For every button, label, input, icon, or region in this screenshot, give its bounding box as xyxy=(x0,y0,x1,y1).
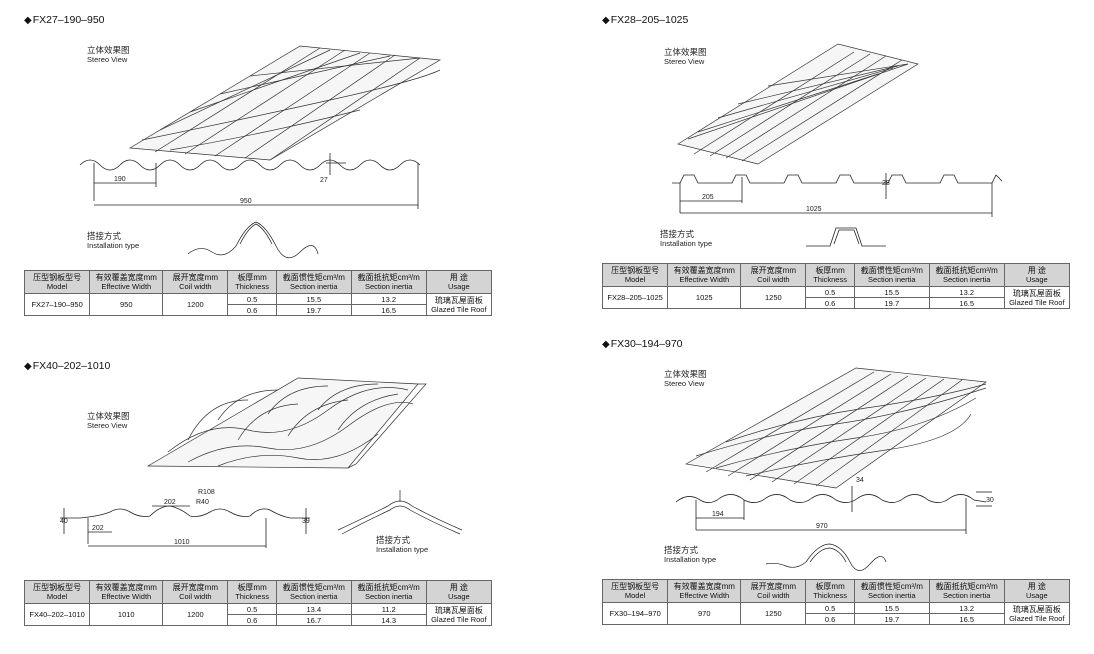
dim-pitch-2: 202 xyxy=(164,499,176,506)
stereo-view-drawing xyxy=(684,367,987,489)
diamond-bullet-icon: ◆ xyxy=(24,15,32,26)
stereo-view-label: 立体效果图 Stereo View xyxy=(87,45,130,65)
table-row: FX30–194–970 970 1250 0.5 15.5 13.2 琉璃瓦屋… xyxy=(601,602,1071,625)
table-row: FX40–202–1010 1010 1200 0.5 13.4 11.2 琉璃… xyxy=(23,603,493,626)
stereo-view-drawing xyxy=(146,377,427,469)
installation-label: 搭接方式 Installation type xyxy=(664,545,717,565)
dim-angle: 34 xyxy=(856,477,864,484)
installation-label: 搭接方式 Installation type xyxy=(376,535,429,555)
stereo-view-drawing xyxy=(677,43,919,165)
dim-height-2: 39 xyxy=(302,518,310,525)
stereo-view-label: 立体效果图 Stereo View xyxy=(664,369,707,389)
diamond-bullet-icon: ◆ xyxy=(602,339,610,350)
panel-fx28: ◆FX28–205–1025 立体效果图 Stereo View 205 102… xyxy=(598,8,1094,309)
dim-height: 28 xyxy=(882,180,890,187)
dim-pitch: 205 xyxy=(702,194,714,201)
dim-radius-2: R40 xyxy=(196,499,209,506)
installation-drawing xyxy=(187,221,319,259)
installation-label: 搭接方式 Installation type xyxy=(660,229,713,249)
dim-total: 1010 xyxy=(174,539,190,546)
dim-total: 970 xyxy=(816,523,828,530)
dim-height: 27 xyxy=(320,177,328,184)
stereo-view-drawing xyxy=(128,45,442,161)
installation-drawing xyxy=(337,490,463,535)
panel-fx40: ◆FX40–202–1010 立体效果图 Stereo View 40 39 2… xyxy=(20,354,540,654)
installation-label: 搭接方式 Installation type xyxy=(87,231,140,251)
table-row: 0.6 19.7 16.5 xyxy=(603,613,1070,625)
table-row: FX27–190–950 950 1200 0.5 15.5 13.2 琉璃瓦屋… xyxy=(23,293,493,316)
diamond-bullet-icon: ◆ xyxy=(24,361,32,372)
dim-radius-1: R108 xyxy=(198,489,215,496)
dim-total: 1025 xyxy=(806,206,822,213)
profile-drawing: 205 1025 28 xyxy=(672,173,1003,217)
panel-title: ◆FX27–190–950 xyxy=(24,14,105,26)
dimension-labels: 190 950 27 xyxy=(114,176,328,205)
table-row: 0.6 19.7 16.5 xyxy=(25,304,492,316)
table-row: 0.6 19.7 16.5 xyxy=(603,297,1070,309)
dim-height: 40 xyxy=(60,518,68,525)
table-row: 0.6 16.7 14.3 xyxy=(25,614,492,626)
table-row: FX28–205–1025 1025 1250 0.5 15.5 13.2 琉璃… xyxy=(601,286,1071,309)
panel-title: ◆FX30–194–970 xyxy=(602,338,683,350)
dim-pitch: 190 xyxy=(114,176,126,183)
installation-drawing xyxy=(765,543,887,571)
panel-title: ◆FX40–202–1010 xyxy=(24,360,111,372)
dim-total: 950 xyxy=(240,198,252,205)
panel-fx27: ◆FX27–190–950 立体效果图 Stereo View 190 950 … xyxy=(20,8,540,316)
dim-height: 30 xyxy=(986,497,994,504)
profile-drawing: 194 970 30 34 xyxy=(675,477,994,534)
dim-pitch: 194 xyxy=(712,511,724,518)
stereo-view-label: 立体效果图 Stereo View xyxy=(87,411,130,431)
panel-fx30: ◆FX30–194–970 立体效果图 Stereo View 194 970 … xyxy=(598,336,1094,636)
profile-drawing xyxy=(79,153,421,209)
stereo-view-label: 立体效果图 Stereo View xyxy=(664,47,707,67)
panel-title: ◆FX28–205–1025 xyxy=(602,14,689,26)
profile-drawing: 40 39 202 202 1010 R108 R40 xyxy=(60,489,310,548)
diamond-bullet-icon: ◆ xyxy=(602,15,610,26)
installation-drawing xyxy=(806,227,886,247)
dim-pitch: 202 xyxy=(92,525,104,532)
